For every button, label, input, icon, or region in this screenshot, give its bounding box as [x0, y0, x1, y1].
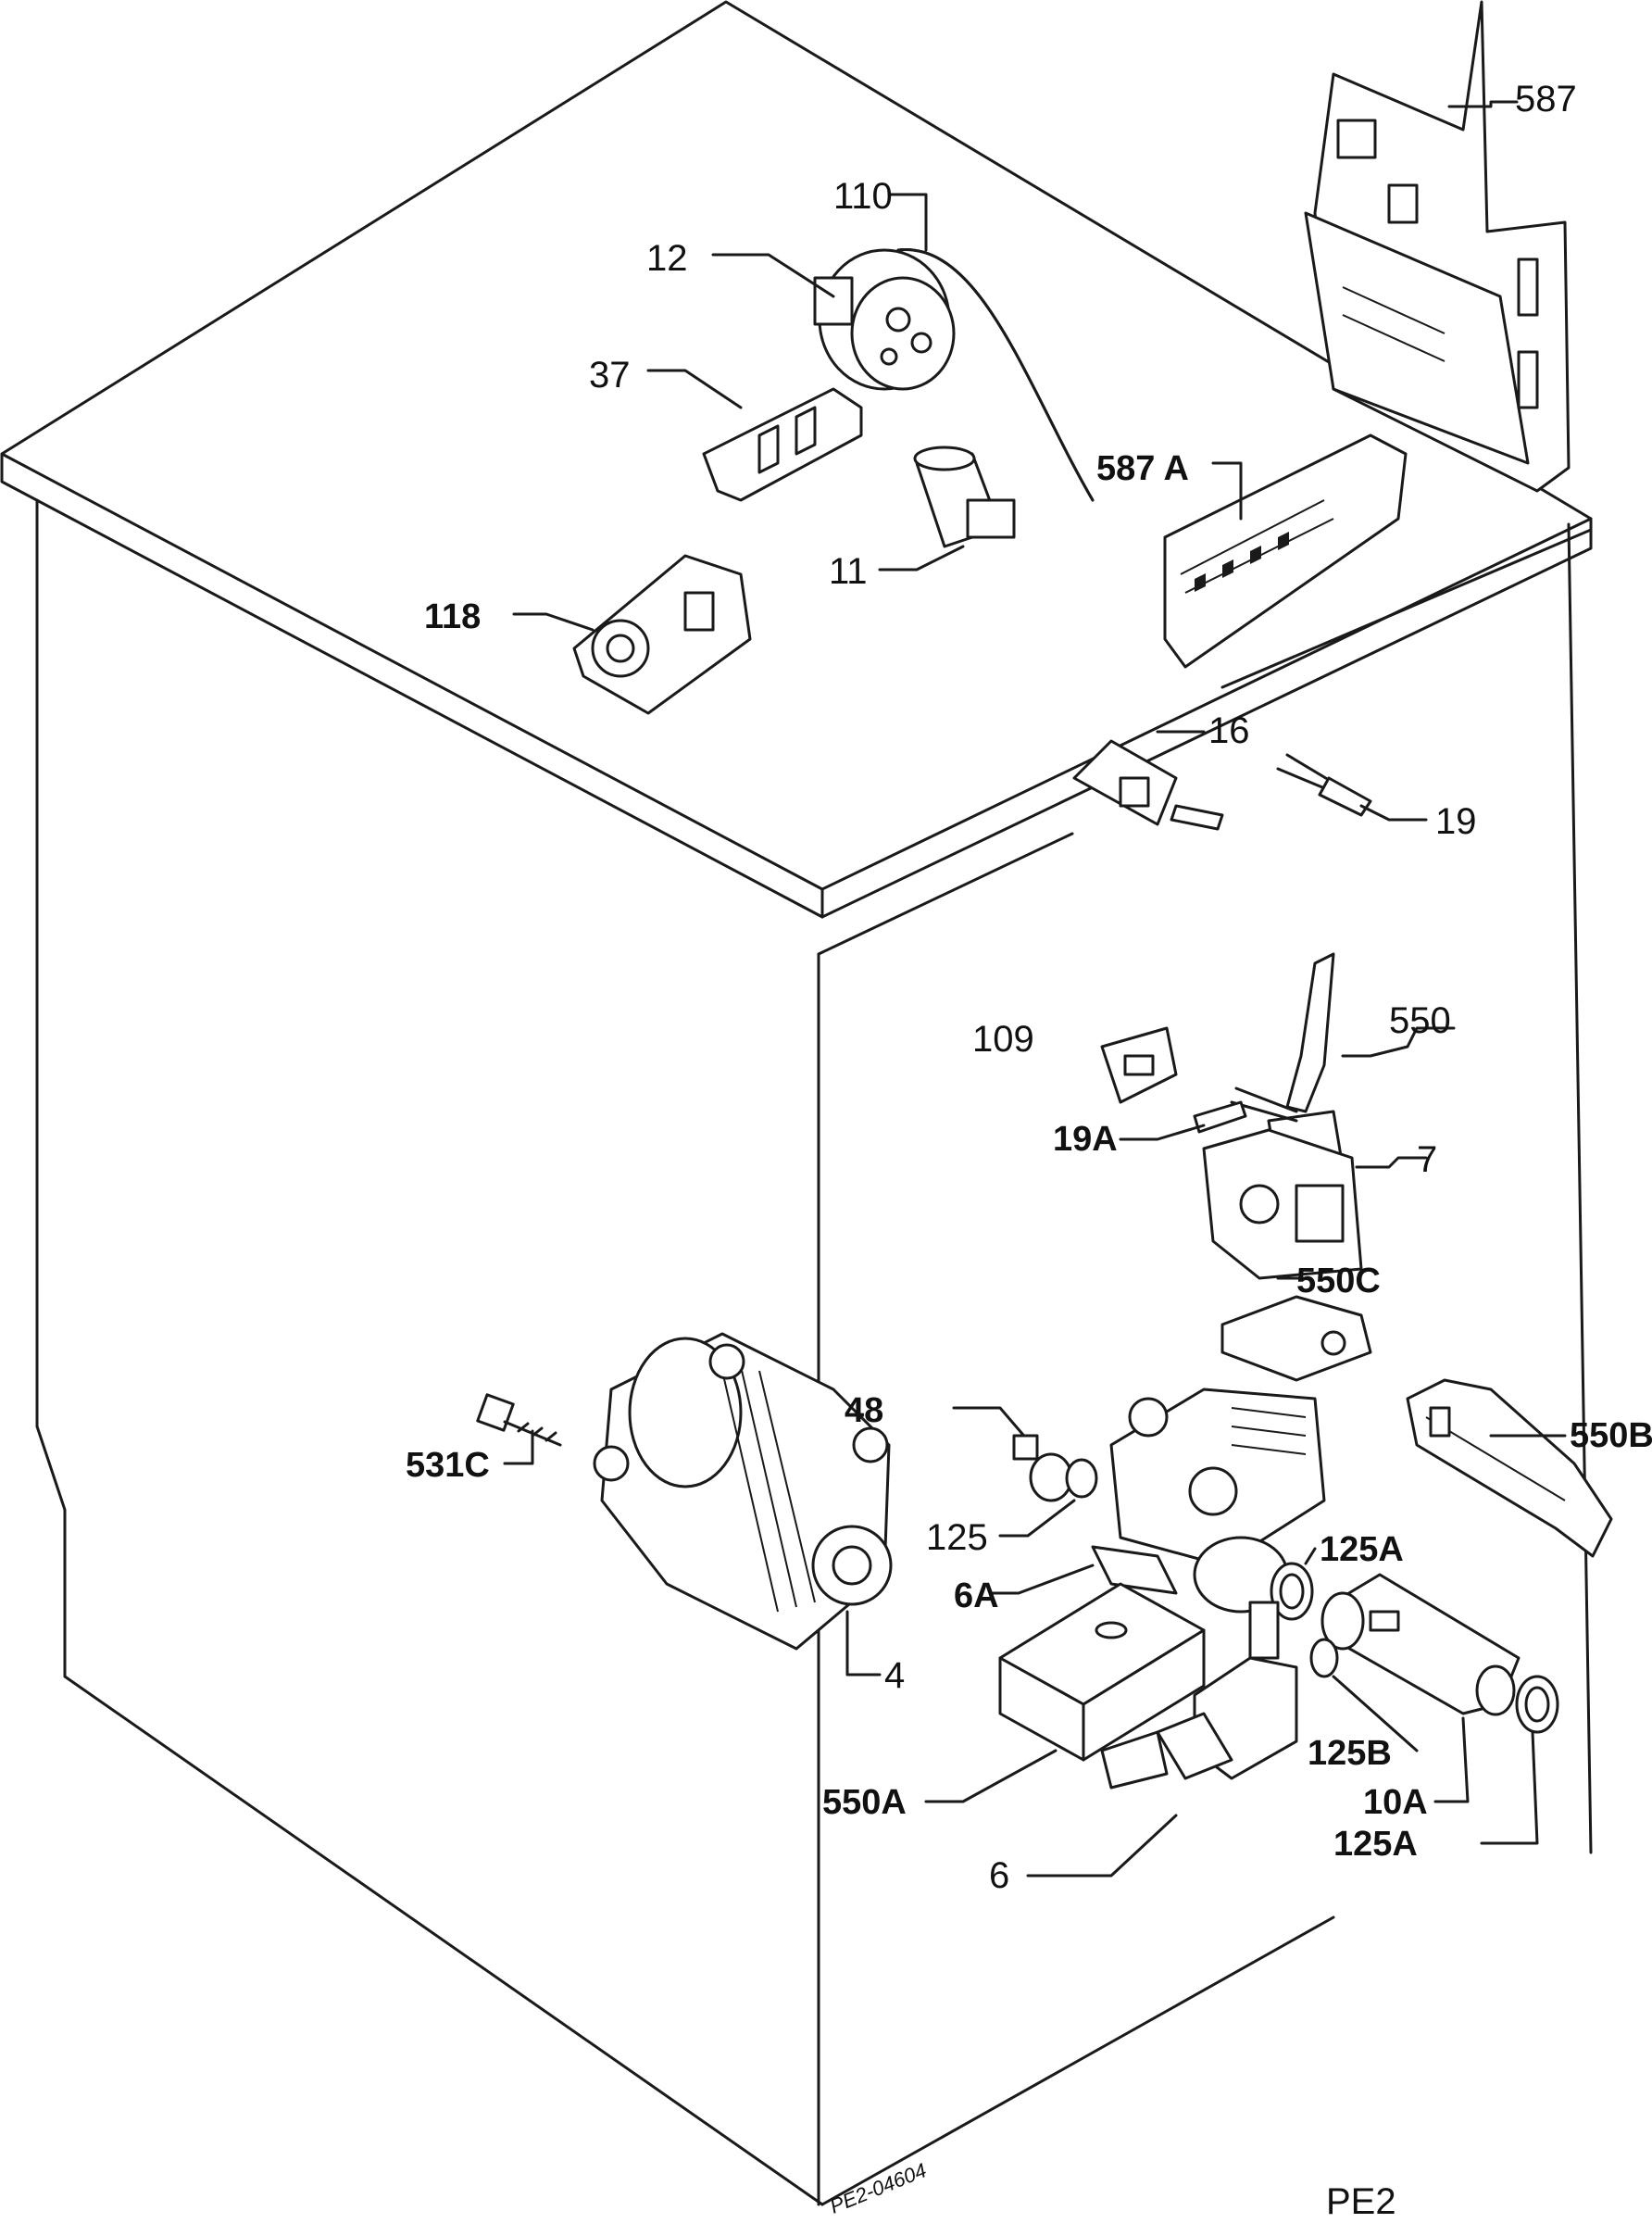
part-109-cover — [1100, 1026, 1178, 1104]
label-550: 550 — [1389, 1000, 1451, 1041]
part-125a-seal-top — [1270, 1547, 1317, 1621]
label-12: 12 — [646, 238, 688, 279]
label-16: 16 — [1208, 710, 1250, 751]
part-19-probe — [1276, 753, 1428, 822]
label-10a: 10A — [1363, 1783, 1428, 1822]
part-531c-screw — [476, 1393, 562, 1465]
label-125: 125 — [926, 1517, 988, 1558]
part-48-plug — [952, 1406, 1073, 1502]
part-118-door-lock — [512, 554, 752, 715]
part-7-heater-control — [1202, 1128, 1428, 1280]
part-37-terminal-block — [646, 369, 863, 502]
pump-housing — [989, 1388, 1326, 1614]
label-110: 110 — [833, 176, 893, 217]
part-125-seal — [998, 1458, 1098, 1538]
label-7: 7 — [1417, 1139, 1437, 1180]
label-587a: 587 A — [1096, 449, 1189, 488]
callout-labels: 587 110 12 37 587 A 11 118 16 19 109 550… — [406, 79, 1652, 1896]
label-125a-top: 125A — [1320, 1530, 1404, 1569]
part-11-capacitor — [878, 446, 1016, 571]
label-550c: 550C — [1296, 1262, 1381, 1300]
label-19a: 19A — [1053, 1120, 1118, 1159]
part-16-switch — [1072, 730, 1224, 831]
label-48: 48 — [845, 1391, 883, 1430]
label-550a: 550A — [822, 1783, 907, 1822]
label-587: 587 — [1515, 79, 1577, 119]
part-4-motor — [593, 1332, 893, 1677]
sheet-id: PE2 — [1326, 2181, 1396, 2222]
label-6a: 6A — [954, 1576, 999, 1615]
part-587-control-panel — [1304, 0, 1571, 493]
part-550a-block — [924, 1582, 1206, 1803]
part-10a-filter — [1320, 1573, 1521, 1803]
label-11: 11 — [829, 551, 868, 592]
part-110-hose — [887, 193, 1095, 502]
label-550b: 550B — [1570, 1416, 1652, 1455]
drawing-code: PE2-04604 — [827, 2158, 930, 2217]
label-118: 118 — [424, 597, 481, 636]
part-550b-channel — [1406, 1378, 1613, 1558]
part-6-drain-pump — [1026, 1601, 1298, 1878]
part-125b-seal — [1309, 1638, 1419, 1752]
label-19: 19 — [1435, 801, 1477, 842]
part-12-pressure-switch — [711, 248, 956, 391]
label-125a-bottom: 125A — [1333, 1825, 1418, 1864]
label-109: 109 — [972, 1019, 1034, 1060]
part-587a-display-board — [1163, 433, 1408, 669]
label-37: 37 — [589, 355, 631, 396]
part-125a-seal-bottom — [1480, 1675, 1559, 1845]
label-125b: 125B — [1308, 1734, 1392, 1773]
label-531c: 531C — [406, 1446, 490, 1485]
part-550c-block-cover — [1220, 1276, 1372, 1382]
label-6: 6 — [989, 1855, 1009, 1896]
label-4: 4 — [884, 1655, 905, 1696]
